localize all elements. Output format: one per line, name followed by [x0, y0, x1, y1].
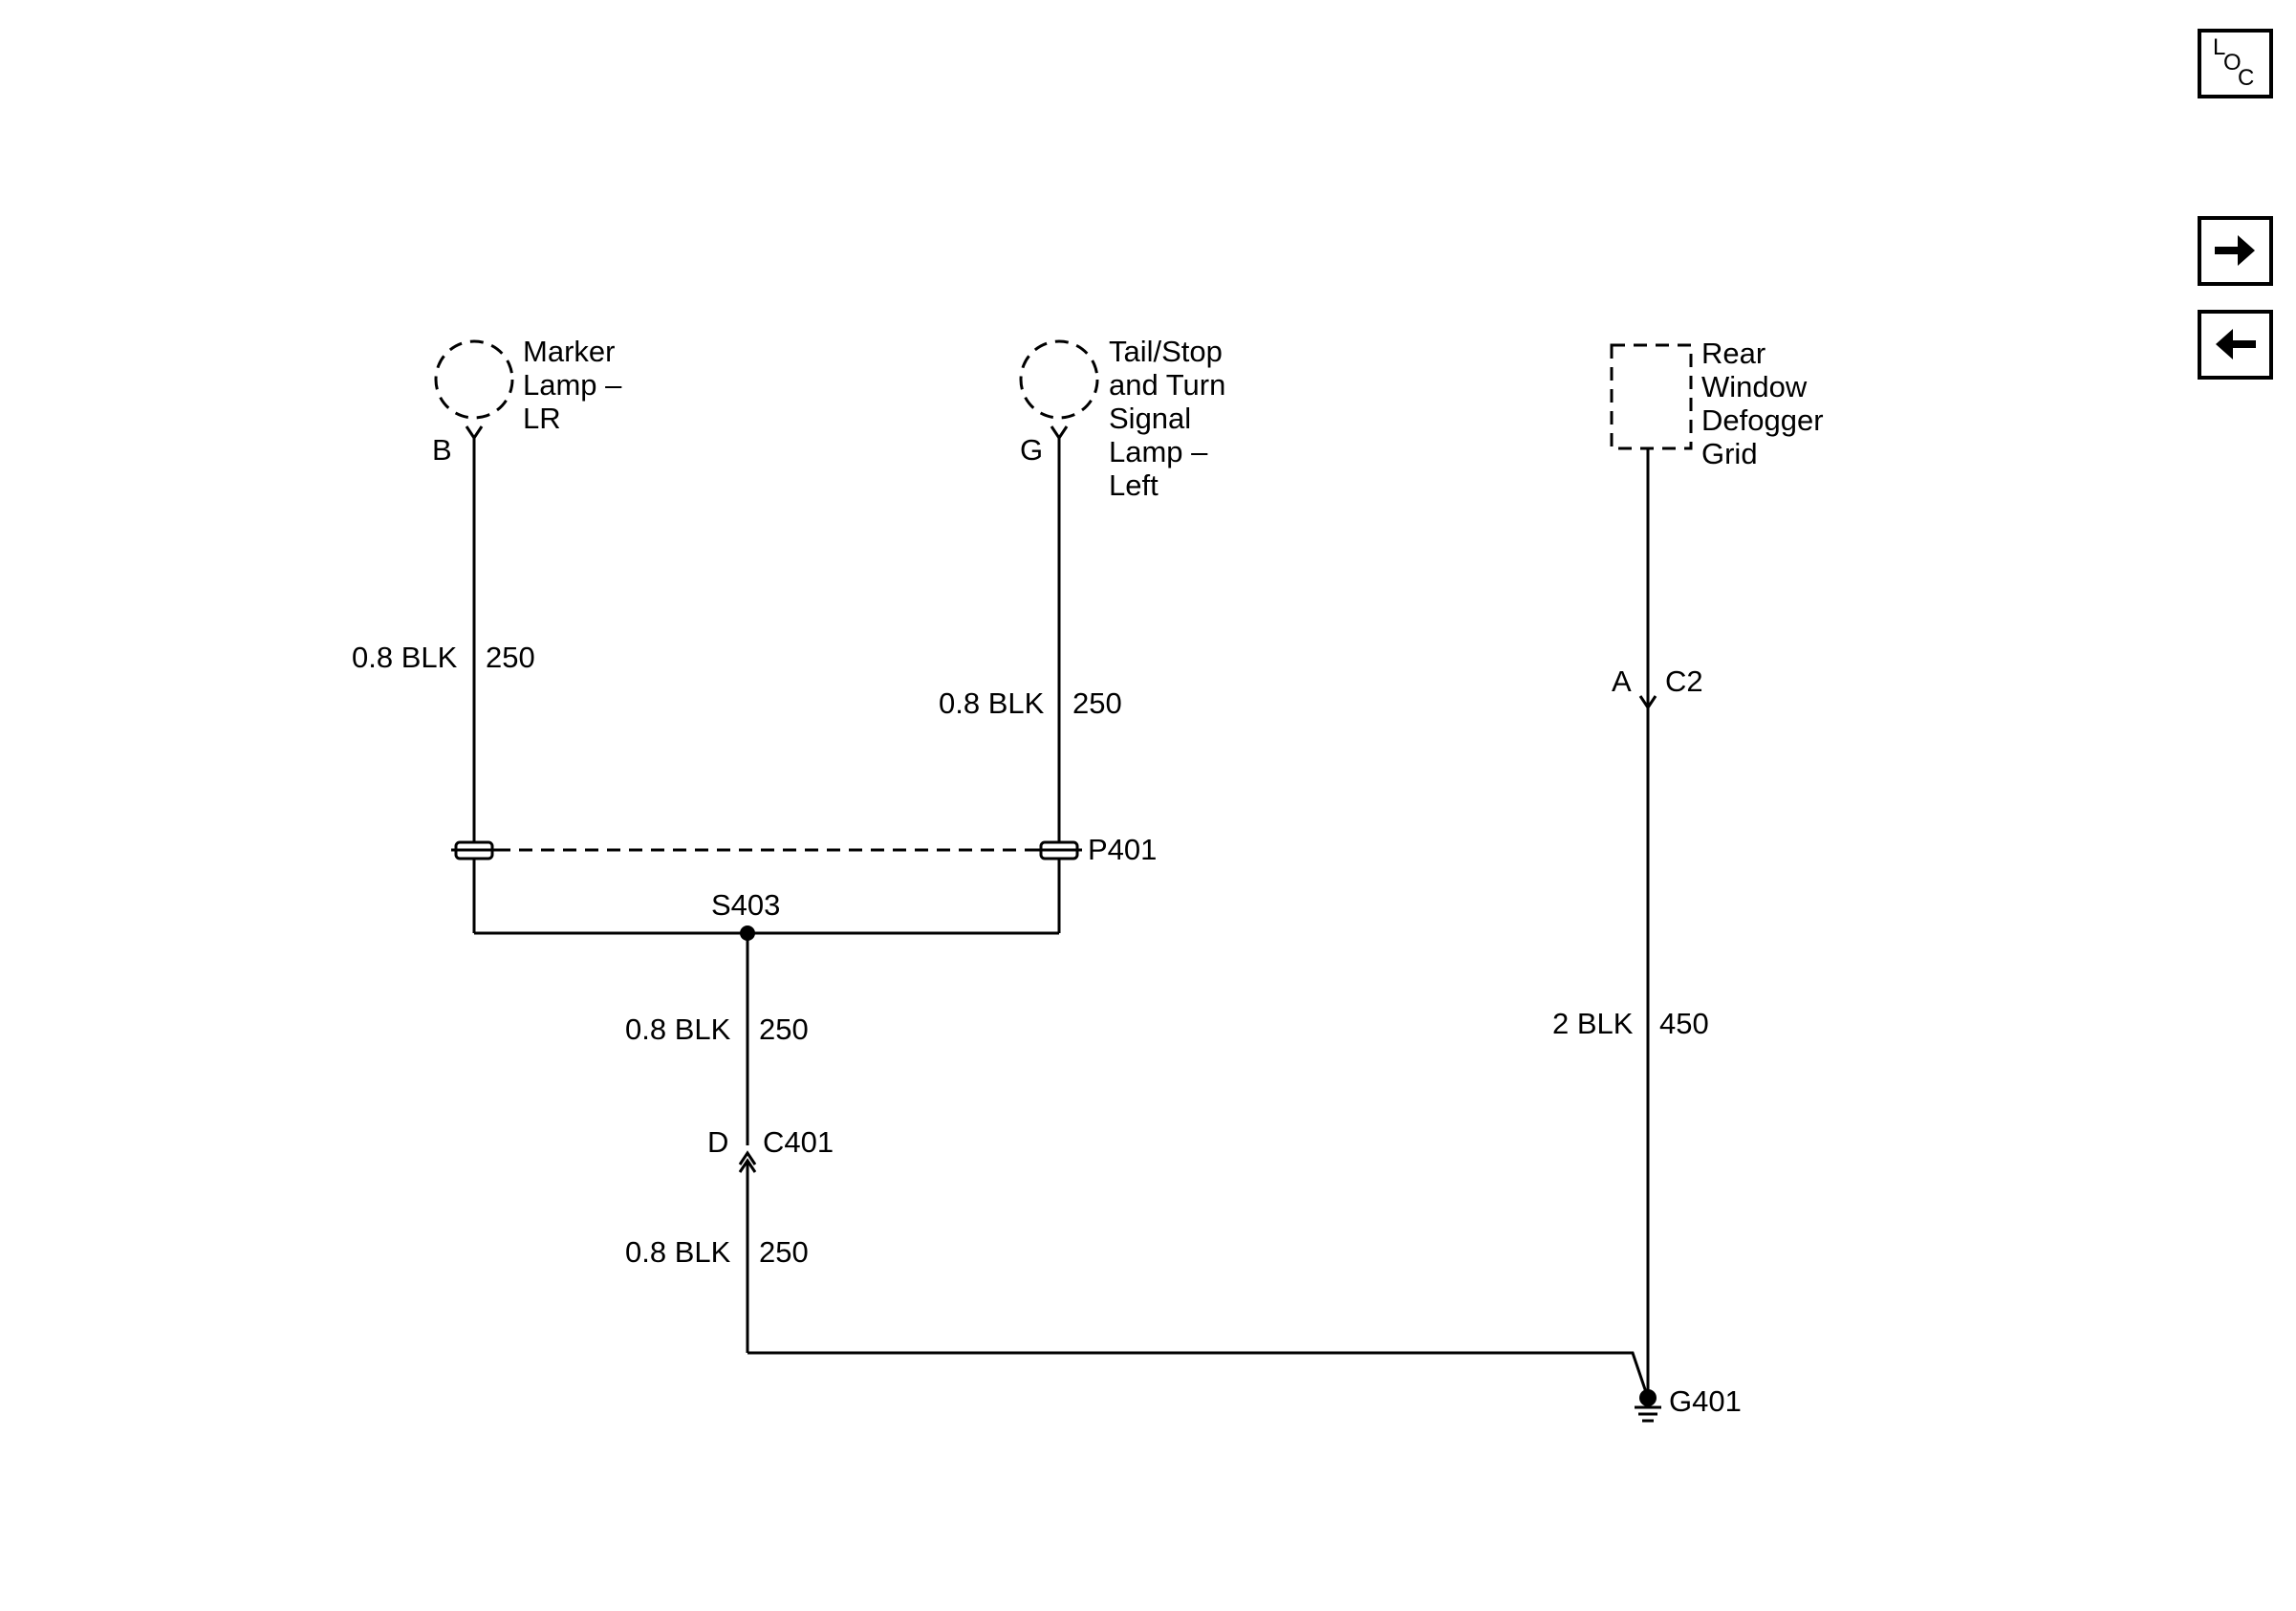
next-page-button[interactable] — [2198, 216, 2273, 286]
g401-label: G401 — [1669, 1384, 1742, 1418]
g401-ground-icon — [1635, 1389, 1661, 1423]
c401-label: C401 — [763, 1125, 834, 1159]
defogger-name: Rear Window Defogger Grid — [1701, 337, 1831, 470]
c401-to-ground-gauge: 0.8 BLK — [625, 1235, 731, 1269]
splice-to-c401-circuit: 250 — [759, 1012, 809, 1046]
p401-grommet-right — [1036, 840, 1082, 860]
arrow-right-icon — [2215, 235, 2255, 266]
location-button[interactable]: L O C — [2198, 29, 2273, 98]
marker-lamp-pin: B — [432, 433, 452, 467]
marker-lamp-lr: Marker Lamp – LR B — [432, 335, 630, 467]
tail-lamp-terminal — [1050, 425, 1069, 441]
loc-letter-c: C — [2238, 65, 2255, 91]
defogger-symbol — [1610, 343, 1693, 450]
marker-lamp-wire-circuit: 250 — [486, 641, 535, 674]
marker-lamp-name: Marker Lamp – LR — [523, 335, 630, 435]
rear-window-defogger-grid: Rear Window Defogger Grid — [1610, 337, 1831, 470]
p401-grommet-left — [451, 840, 497, 860]
ground-bus-wire — [747, 1351, 1650, 1399]
tail-lamp-symbol — [1019, 339, 1099, 420]
c401-pin: D — [707, 1125, 728, 1159]
marker-lamp-terminal — [465, 425, 484, 441]
defogger-wire-gauge: 2 BLK — [1552, 1007, 1634, 1040]
defogger-wire-circuit: 450 — [1659, 1007, 1709, 1040]
c2-pin: A — [1612, 664, 1632, 698]
tail-lamp-name: Tail/Stop and Turn Signal Lamp – Left — [1109, 335, 1234, 502]
marker-lamp-symbol — [434, 339, 514, 420]
previous-page-button[interactable] — [2198, 310, 2273, 380]
loc-letter-o: O — [2223, 50, 2242, 76]
tail-lamp-pin: G — [1020, 433, 1043, 467]
marker-lamp-wire-gauge: 0.8 BLK — [352, 641, 458, 674]
arrow-left-icon — [2216, 329, 2256, 359]
s403-label: S403 — [711, 888, 780, 922]
p401-label: P401 — [1088, 833, 1157, 866]
splice-to-c401-gauge: 0.8 BLK — [625, 1012, 731, 1046]
c401-to-ground-circuit: 250 — [759, 1235, 809, 1269]
loc-letter-l: L — [2213, 34, 2226, 60]
c2-connector — [1638, 695, 1657, 710]
tail-lamp-left: Tail/Stop and Turn Signal Lamp – Left G — [1019, 335, 1234, 502]
tail-lamp-wire-circuit: 250 — [1072, 686, 1122, 720]
c2-label: C2 — [1665, 664, 1703, 698]
tail-lamp-wire-gauge: 0.8 BLK — [939, 686, 1045, 720]
